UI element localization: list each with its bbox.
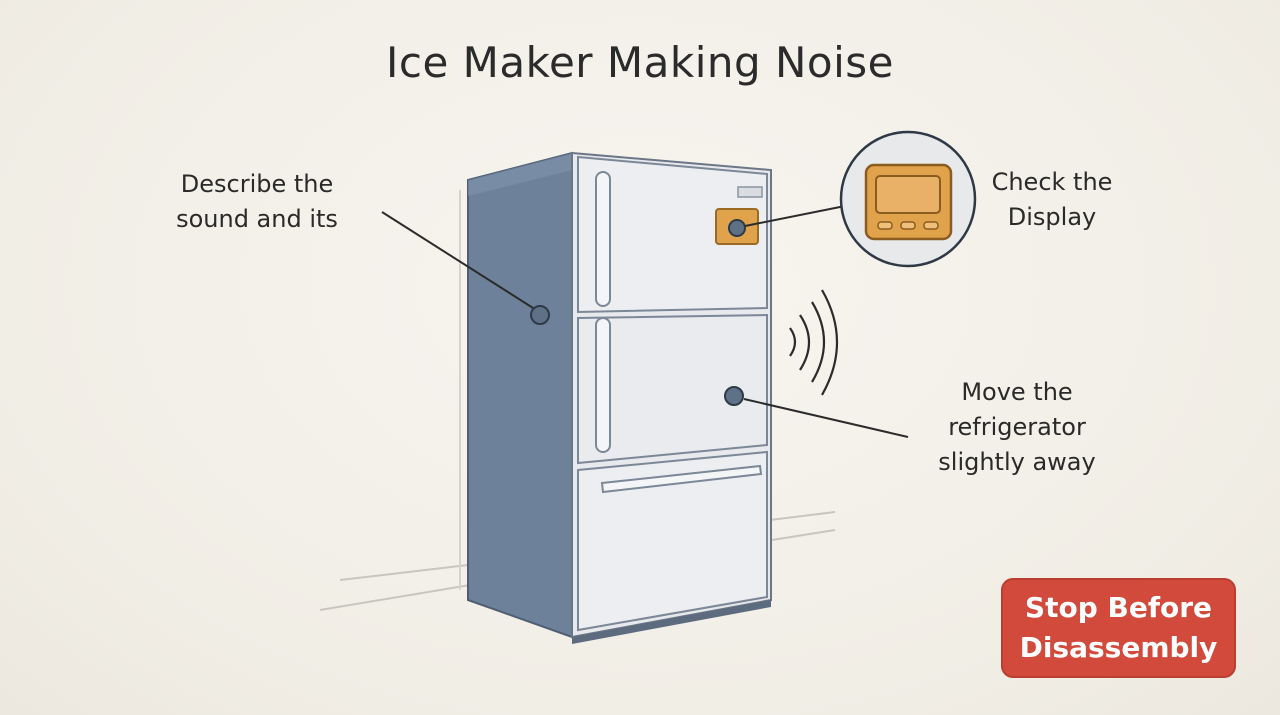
note-move-line2: refrigerator <box>948 413 1086 441</box>
top-door-handle <box>595 171 611 307</box>
stop-before-disassembly-badge[interactable]: Stop Before Disassembly <box>1001 578 1236 678</box>
refrigerator-side-panel <box>467 151 573 639</box>
note-check-display-line1: Check the <box>991 168 1113 196</box>
note-check-display-line2: Display <box>1007 203 1097 231</box>
floor-lines <box>319 190 836 611</box>
marker-side <box>530 305 550 325</box>
note-move-refrigerator: Move the refrigerator slightly away <box>912 375 1122 480</box>
note-describe-sound-line1: Describe the <box>180 170 334 198</box>
display-panel-icon <box>864 163 953 241</box>
page-title: Ice Maker Making Noise <box>385 38 895 87</box>
refrigerator-icon <box>467 151 772 644</box>
note-move-line1: Move the <box>961 378 1073 406</box>
refrigerator-top-door <box>577 155 768 314</box>
marker-display <box>728 219 746 237</box>
refrigerator-bottom-drawer <box>577 450 768 632</box>
warning-line1: Stop Before <box>1024 591 1213 624</box>
drawer-handle <box>600 464 763 494</box>
refrigerator-middle-door <box>577 313 768 465</box>
note-describe-sound-line2: sound and its <box>176 205 338 233</box>
marker-middle-door <box>724 386 744 406</box>
note-check-display: Check the Display <box>978 165 1126 235</box>
note-move-line3: slightly away <box>938 448 1096 476</box>
sound-waves-icon <box>789 289 838 396</box>
display-callout <box>839 130 977 268</box>
middle-door-handle <box>595 317 611 453</box>
leader-lines <box>381 205 909 438</box>
note-describe-sound: Describe the sound and its <box>152 167 362 237</box>
warning-line2: Disassembly <box>1019 631 1218 664</box>
